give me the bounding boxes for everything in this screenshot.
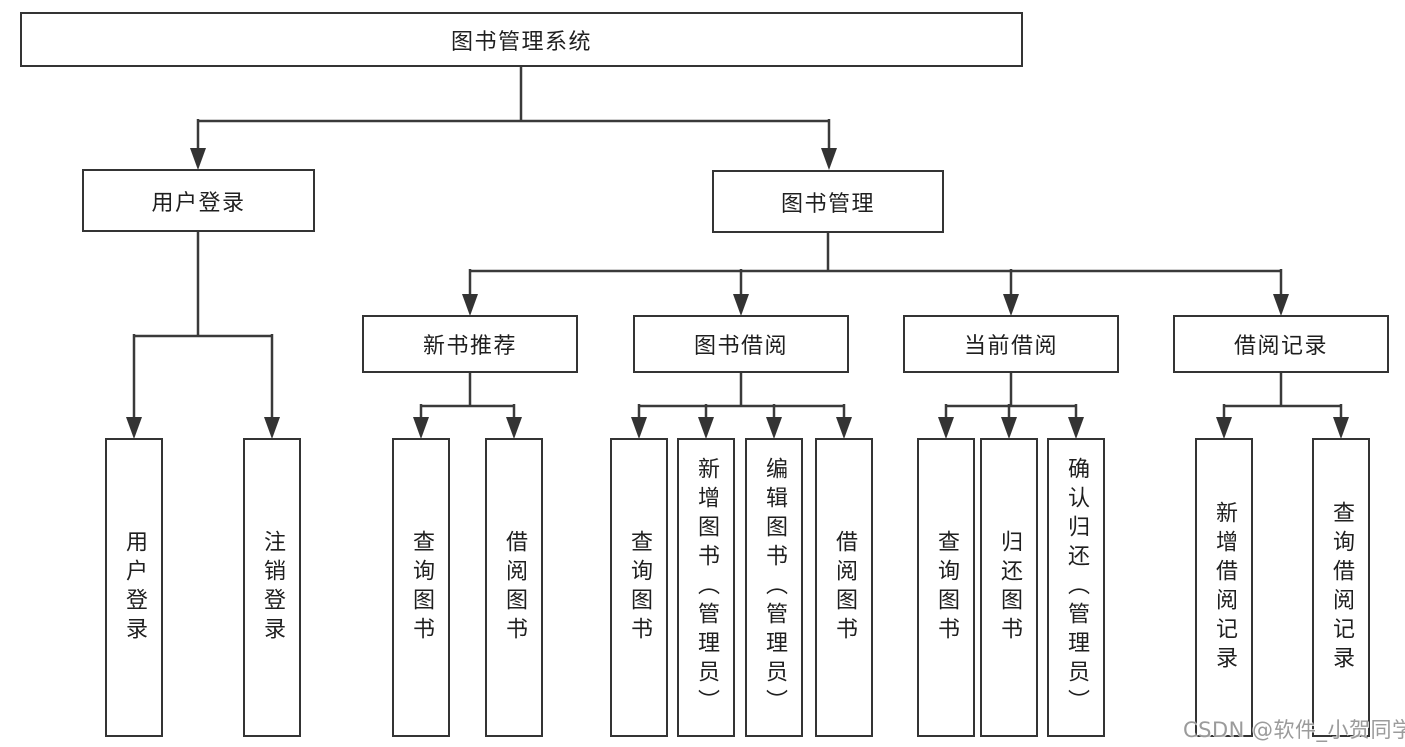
- arrow-down-icon: [1003, 294, 1019, 316]
- node-user-login: 用户登录: [82, 169, 315, 232]
- arrow-down-icon: [766, 417, 782, 439]
- arrow-down-icon: [190, 148, 206, 170]
- leaf-query-books-current: 查询图书: [917, 438, 975, 737]
- leaf-edit-book-admin: 编辑图书（管理员）: [745, 438, 803, 737]
- leaf-return-book: 归还图书: [980, 438, 1038, 737]
- leaf-query-books-borrowing: 查询图书: [610, 438, 668, 737]
- arrow-down-icon: [264, 417, 280, 439]
- arrow-down-icon: [1216, 417, 1232, 439]
- arrow-down-icon: [698, 417, 714, 439]
- node-current-borrowing: 当前借阅: [903, 315, 1119, 373]
- node-new-book-recommendation: 新书推荐: [362, 315, 578, 373]
- arrow-down-icon: [1001, 417, 1017, 439]
- leaf-add-book-admin: 新增图书（管理员）: [677, 438, 735, 737]
- leaf-query-books-recommend: 查询图书: [392, 438, 450, 737]
- node-borrowing-records: 借阅记录: [1173, 315, 1389, 373]
- arrow-down-icon: [1333, 417, 1349, 439]
- arrow-down-icon: [938, 417, 954, 439]
- root-node-library-system: 图书管理系统: [20, 12, 1023, 67]
- arrow-down-icon: [631, 417, 647, 439]
- arrow-down-icon: [462, 294, 478, 316]
- leaf-confirm-return-admin: 确认归还（管理员）: [1047, 438, 1105, 737]
- arrow-down-icon: [506, 417, 522, 439]
- arrow-down-icon: [1273, 294, 1289, 316]
- leaf-borrow-books-borrowing: 借阅图书: [815, 438, 873, 737]
- leaf-query-borrow-record: 查询借阅记录: [1312, 438, 1370, 737]
- arrow-down-icon: [413, 417, 429, 439]
- csdn-watermark: CSDN @软件_小贺同学: [1183, 718, 1405, 742]
- arrow-down-icon: [836, 417, 852, 439]
- leaf-logout: 注销登录: [243, 438, 301, 737]
- node-book-borrowing: 图书借阅: [633, 315, 849, 373]
- arrow-down-icon: [126, 417, 142, 439]
- leaf-borrow-books-recommend: 借阅图书: [485, 438, 543, 737]
- leaf-user-login: 用户登录: [105, 438, 163, 737]
- arrow-down-icon: [821, 148, 837, 170]
- node-book-management: 图书管理: [712, 170, 944, 233]
- arrow-down-icon: [733, 294, 749, 316]
- arrow-down-icon: [1068, 417, 1084, 439]
- leaf-add-borrow-record: 新增借阅记录: [1195, 438, 1253, 737]
